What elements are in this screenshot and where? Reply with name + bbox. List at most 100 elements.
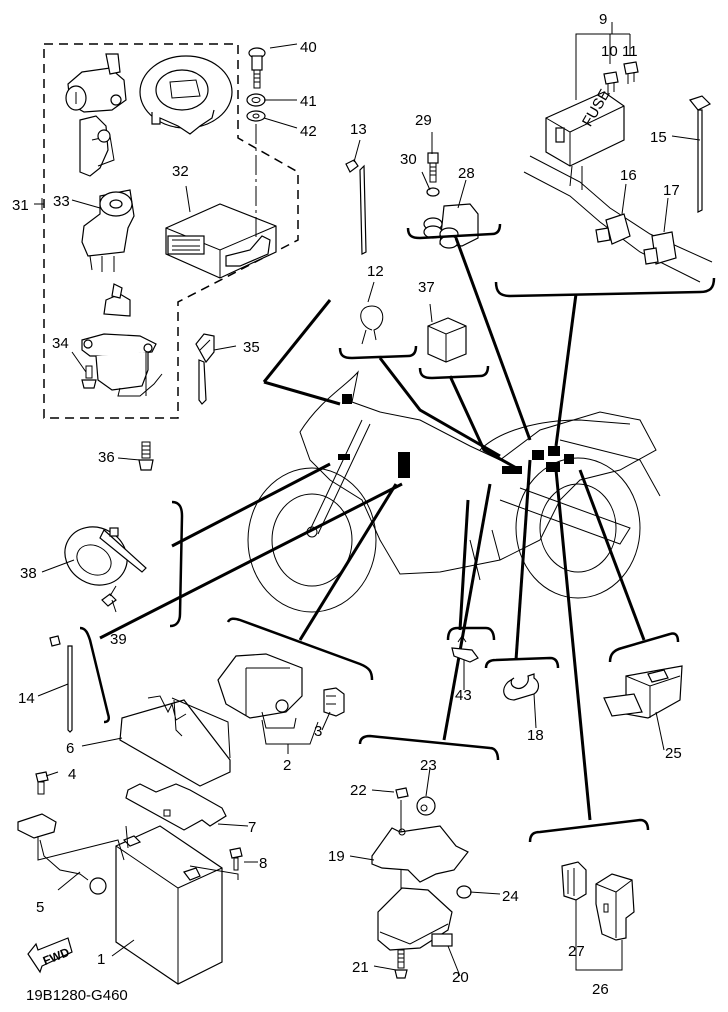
bolt-4-part xyxy=(35,771,49,795)
horn-part xyxy=(64,526,147,586)
relay-26-part xyxy=(595,873,635,941)
label-4: 4 xyxy=(68,766,76,783)
bracket-fuse-area xyxy=(494,277,716,298)
label-43: 43 xyxy=(455,687,472,704)
bike-component-front xyxy=(342,394,352,404)
label-27: 27 xyxy=(568,943,585,960)
label-13: 13 xyxy=(350,121,367,138)
lock-hook-part xyxy=(79,115,115,177)
battery-band-part xyxy=(125,783,227,831)
immobilizer-unit-part xyxy=(165,203,277,279)
label-2: 2 xyxy=(283,757,291,774)
bracket-ecu xyxy=(358,734,500,761)
flasher-relay-part xyxy=(423,203,479,249)
bike-component-rear2 xyxy=(532,450,544,460)
band-clamp-16-part xyxy=(595,213,631,245)
label-35: 35 xyxy=(243,339,260,356)
label-41: 41 xyxy=(300,93,317,110)
main-switch-part xyxy=(81,283,163,397)
cable-tie-13-part xyxy=(345,159,367,255)
starter-relay-leader xyxy=(261,719,319,745)
lock-set-outline xyxy=(43,43,299,419)
battery-cover-part xyxy=(119,695,231,787)
label-40: 40 xyxy=(300,39,317,56)
seat-lock-part xyxy=(65,53,127,113)
fuse-10-part xyxy=(603,71,619,94)
label-20: 20 xyxy=(452,969,469,986)
label-9: 9 xyxy=(599,11,607,28)
label-24: 24 xyxy=(502,888,519,905)
label-29: 29 xyxy=(415,112,432,129)
bracket-25 xyxy=(608,632,680,663)
relay-37-part xyxy=(427,317,467,363)
reference-lines xyxy=(99,237,646,821)
bracket-12 xyxy=(338,345,418,360)
ecu-unit-part xyxy=(377,887,453,951)
leader-lines xyxy=(34,43,701,977)
clip-43-part xyxy=(451,635,479,663)
label-23: 23 xyxy=(420,757,437,774)
bike-component-rear4 xyxy=(546,462,560,472)
label-5: 5 xyxy=(36,899,44,916)
washer-30-part xyxy=(426,187,440,197)
bike-component-front2 xyxy=(338,454,350,460)
label-3: 3 xyxy=(314,723,322,740)
fuse-box-part: FUSE xyxy=(545,87,625,167)
label-39: 39 xyxy=(110,631,127,648)
ecu-bracket-part xyxy=(371,825,469,883)
bolt-21-part xyxy=(394,949,408,979)
label-7: 7 xyxy=(248,819,256,836)
bike-component-rear1 xyxy=(502,466,522,474)
part-labels: 1 2 3 4 5 6 7 8 9 10 11 12 13 14 15 16 1… xyxy=(12,11,682,998)
drawing-code: 19B1280-G460 xyxy=(26,987,128,1004)
label-33: 33 xyxy=(53,193,70,210)
label-16: 16 xyxy=(620,167,637,184)
label-10: 10 xyxy=(601,43,618,60)
bracket-28 xyxy=(406,223,502,240)
bike-component-rear3 xyxy=(548,446,560,456)
relay-unit-part xyxy=(603,665,683,719)
immobilizer-antenna-part xyxy=(81,189,135,272)
label-28: 28 xyxy=(458,165,475,182)
bracket-43 xyxy=(446,626,496,641)
bike-component-ecu xyxy=(398,452,410,478)
key-part xyxy=(195,333,215,405)
label-32: 32 xyxy=(172,163,189,180)
clamp-18-part xyxy=(503,673,540,701)
bolt-39-part xyxy=(101,585,117,607)
label-26: 26 xyxy=(592,981,609,998)
label-42: 42 xyxy=(300,123,317,140)
label-15: 15 xyxy=(650,129,667,146)
relay-connector-27-part xyxy=(561,861,587,901)
bolt-29-part xyxy=(427,152,439,183)
cable-tie-15-part xyxy=(688,95,712,213)
forward-arrow-icon: FWD xyxy=(27,937,73,974)
label-18: 18 xyxy=(527,727,544,744)
label-22: 22 xyxy=(350,782,367,799)
label-25: 25 xyxy=(665,745,682,762)
label-34: 34 xyxy=(52,335,69,352)
damper-23-part xyxy=(416,796,436,816)
cable-tie-14-part xyxy=(49,635,73,733)
label-6: 6 xyxy=(66,740,74,757)
bolt-8-part xyxy=(189,847,243,880)
bracket-starter-relay xyxy=(226,617,374,681)
label-11: 11 xyxy=(622,43,638,60)
bike-component-rear5 xyxy=(564,454,574,464)
fuse-3-part xyxy=(323,687,345,717)
fuse-11-part xyxy=(623,61,639,84)
label-36: 36 xyxy=(98,449,115,466)
wire-clip-12-part xyxy=(360,305,384,345)
washer-42-part xyxy=(246,110,266,240)
bracket-18 xyxy=(484,656,560,669)
label-38: 38 xyxy=(20,565,37,582)
bolt-36-part xyxy=(138,441,154,471)
clip-24-part xyxy=(456,885,472,899)
bracket-37 xyxy=(418,365,490,380)
label-1: 1 xyxy=(97,951,105,968)
screw-40-part xyxy=(248,47,266,89)
grommet-41-part xyxy=(246,93,266,107)
bolt-34-part xyxy=(81,365,97,389)
